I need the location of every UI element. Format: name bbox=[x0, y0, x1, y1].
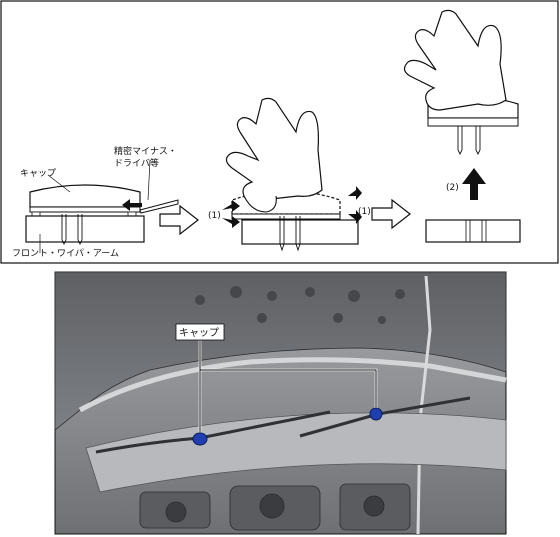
label-step1-right: (1) bbox=[358, 207, 371, 217]
wiper-cap-left bbox=[192, 432, 208, 446]
hood-stay-rod bbox=[416, 275, 432, 535]
hood-underside bbox=[54, 271, 507, 431]
label-arm: フロント・ワイパ・アーム bbox=[12, 248, 119, 259]
right-arrow-icon bbox=[371, 198, 411, 230]
engine-bay-illustration bbox=[54, 271, 507, 535]
label-step2: (2) bbox=[446, 183, 459, 193]
step-c-cap-removed bbox=[403, 9, 521, 243]
wiper-arm-block-empty bbox=[425, 219, 521, 243]
pry-arrow-icon bbox=[122, 199, 142, 211]
hand-step-c bbox=[403, 9, 507, 111]
label-step1-left: (1) bbox=[208, 211, 221, 221]
cowl-panel bbox=[85, 412, 507, 493]
wiper-arm-block bbox=[25, 215, 145, 243]
hand-step-b bbox=[225, 97, 323, 202]
label-tool-line2: ドライバ等 bbox=[114, 157, 159, 169]
label-cap: キャップ bbox=[20, 168, 56, 179]
label-tool-line1: 精密マイナス・ bbox=[114, 145, 177, 157]
right-arrow-icon bbox=[159, 204, 199, 236]
label-photo-cap: キャップ bbox=[179, 327, 219, 339]
step-a-cap-on-arm bbox=[25, 159, 179, 253]
photo-cap-label-box bbox=[175, 323, 225, 341]
up-arrow-icon bbox=[462, 168, 486, 200]
step-b-fingers-lift bbox=[222, 97, 362, 252]
screwdriver bbox=[139, 199, 179, 214]
wiper-cap-right bbox=[369, 407, 383, 421]
